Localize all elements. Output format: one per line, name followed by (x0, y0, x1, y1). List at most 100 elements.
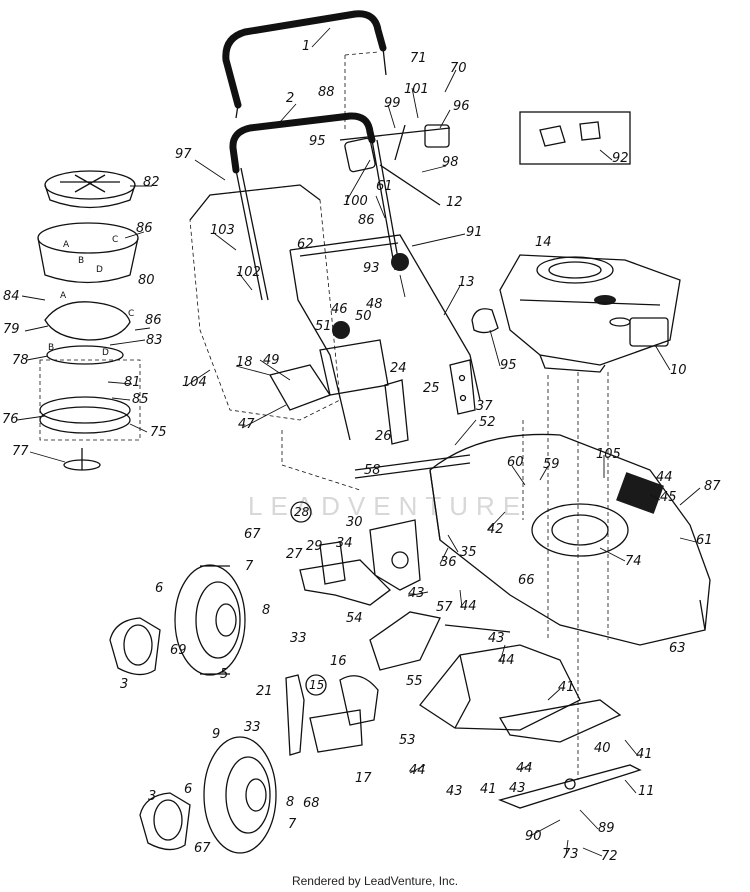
letter-marker: C (112, 235, 118, 245)
callout-label: 5 (220, 667, 228, 682)
callout-label: 11 (638, 784, 655, 799)
callout-label: 1 (302, 39, 310, 54)
mulch-kit-77 (46, 345, 124, 365)
callout-label: 70 (450, 61, 467, 76)
hubcap-3-upper (109, 617, 161, 676)
knob-92 (391, 253, 409, 271)
mower-deck-62 (429, 433, 711, 646)
callout-label: 81 (124, 375, 141, 390)
callout-label: 21 (256, 684, 273, 699)
wheel-bracket-27 (299, 559, 391, 606)
upper-handle (222, 10, 387, 119)
letter-marker: A (60, 291, 67, 301)
callout-label: 46 (331, 302, 348, 317)
callout-label: 67 (244, 527, 261, 542)
callout-label: 29 (306, 539, 323, 554)
callout-label: 84 (3, 289, 20, 304)
engine-assembly-91 (519, 111, 631, 165)
callout-label: 44 (460, 599, 477, 614)
mulch-kit-78 (44, 301, 131, 341)
callout-label: 80 (138, 273, 155, 288)
callout-label: 71 (410, 51, 427, 66)
callout-label: 17 (355, 771, 372, 786)
bracket-29 (319, 541, 346, 585)
circled-callout-ring (305, 674, 327, 696)
callout-label: 43 (509, 781, 526, 796)
callout-label: 105 (596, 447, 621, 462)
callout-label: 96 (453, 99, 470, 114)
assembly-lines (281, 51, 609, 780)
callout-label: 24 (390, 361, 407, 376)
bracket-17 (309, 709, 363, 753)
grass-bag (189, 184, 341, 421)
callout-label: 62 (297, 237, 314, 252)
callout-label: 8 (286, 795, 294, 810)
callout-label: 93 (363, 261, 380, 276)
callout-label: 51 (315, 319, 332, 334)
callout-label: 16 (330, 654, 347, 669)
knob-45 (332, 321, 350, 339)
callout-label: 6 (184, 782, 192, 797)
callout-label: 41 (558, 680, 575, 695)
handle-bracket-25 (449, 359, 476, 415)
lower-handle (229, 112, 401, 301)
callout-label: 35 (460, 545, 477, 560)
mulch-kit-74 (39, 396, 131, 434)
leader-lines (16, 27, 701, 857)
callout-label: 78 (12, 353, 29, 368)
callout-label: 47 (238, 417, 255, 432)
circled-callout-label: 28 (294, 505, 310, 519)
callout-label: 6 (155, 581, 163, 596)
callout-label: 99 (384, 96, 401, 111)
callout-label: 12 (446, 195, 463, 210)
callout-label: 104 (182, 375, 207, 390)
bracket-16 (339, 675, 379, 726)
callout-label: 82 (143, 175, 160, 190)
callout-label: 44 (656, 470, 673, 485)
callout-label: 33 (244, 720, 261, 735)
callout-label: 73 (562, 847, 579, 862)
handle-bracket-24 (384, 379, 409, 445)
circled-callout-label: 15 (309, 678, 324, 692)
callout-label: 102 (236, 265, 261, 280)
callout-label: 98 (442, 155, 459, 170)
letter-marker: D (96, 265, 103, 275)
mulch-kit-76 (63, 448, 101, 471)
callout-label: 75 (150, 425, 167, 440)
circled-callout-ring (290, 501, 312, 523)
letter-marker: C (128, 309, 134, 319)
callout-label: 9 (212, 727, 220, 742)
letter-marker: A (63, 240, 70, 250)
callout-label: 79 (3, 322, 20, 337)
callout-label: 91 (466, 225, 483, 240)
callout-label: 7 (288, 817, 297, 832)
callout-label: 77 (12, 444, 29, 459)
callout-label: 33 (290, 631, 307, 646)
callout-label: 55 (406, 674, 423, 689)
letter-marker: B (48, 343, 54, 353)
callout-label: 26 (375, 429, 392, 444)
callout-label: 8 (262, 603, 270, 618)
callout-label: 48 (366, 297, 383, 312)
callout-label: 7 (245, 559, 254, 574)
callout-label: 74 (625, 554, 642, 569)
callout-label: 97 (175, 147, 192, 162)
callout-label: 88 (318, 85, 335, 100)
callout-label: 86 (358, 213, 375, 228)
callout-label: 72 (601, 849, 618, 864)
callout-label: 43 (446, 784, 463, 799)
callout-label: 92 (612, 151, 629, 166)
callout-label: 10 (670, 363, 687, 378)
callout-label: 49 (263, 353, 280, 368)
callout-label: 95 (309, 134, 326, 149)
callout-label: 53 (399, 733, 416, 748)
throttle-control (339, 124, 451, 206)
letter-marker: D (102, 348, 109, 358)
wheel-5 (174, 564, 246, 676)
callout-label: 13 (458, 275, 475, 290)
callout-label: 85 (132, 392, 149, 407)
mulch-kit-79 (37, 222, 139, 284)
callout-label: 66 (518, 573, 535, 588)
callout-label: 57 (436, 600, 453, 615)
callout-label: 43 (488, 631, 505, 646)
